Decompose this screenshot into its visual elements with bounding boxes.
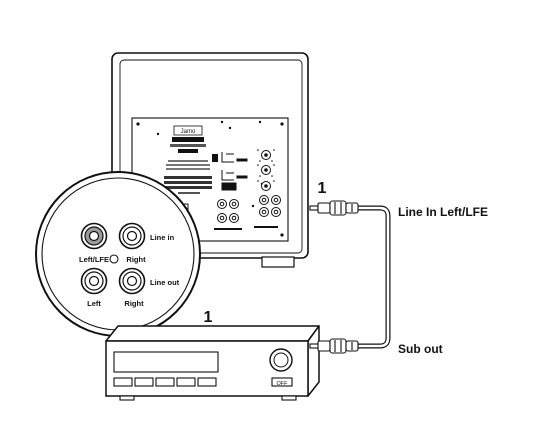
receiver-buttons [113,377,217,387]
step-number-subwoofer: 1 [318,180,327,197]
receiver-feet [119,395,297,401]
zoom-circle-inner [41,177,195,331]
receiver: OFF [105,325,320,401]
zoom-label-right-top: Right [126,255,146,264]
knob-ticks [257,149,275,182]
panel-rca-jacks [179,195,281,223]
rca-jack-right-out [118,267,146,295]
panel-knobs [261,150,271,191]
cable-wire [355,205,391,349]
label-line-in-left-lfe: Line In Left/LFE [398,205,488,219]
zoom-label-line-out: Line out [150,278,180,287]
rca-jack-right-in [118,222,146,250]
rca-jack-left-out [80,267,108,295]
zoom-label-left-bottom: Left [87,299,101,308]
zoom-label-line-in: Line in [150,233,175,242]
warning-label [164,137,218,194]
step-number-receiver: 1 [204,309,213,326]
rca-cable [309,200,391,354]
receiver-top [105,325,320,342]
receiver-display [113,351,219,373]
volume-knob [269,348,293,372]
zoom-callout: Line in Left/LFE Right Line out Left Rig… [35,171,201,337]
subwoofer-foot [261,256,295,268]
power-button [271,377,293,387]
panel-switches [221,152,248,191]
panel-small-screw [109,254,119,264]
zoom-label-right-bottom: Right [124,299,144,308]
subwoofer-cabinet-inner [119,59,303,254]
power-button-label: OFF [277,381,289,387]
label-sub-out: Sub out [398,342,443,356]
rca-jack-left-lfe-in [80,222,108,250]
brand-text: Jamo [181,129,196,135]
brand-plate [173,125,203,136]
zoom-label-left-lfe: Left/LFE [79,255,109,264]
rca-plug-bottom [309,338,359,354]
rca-plug-top [309,200,359,216]
